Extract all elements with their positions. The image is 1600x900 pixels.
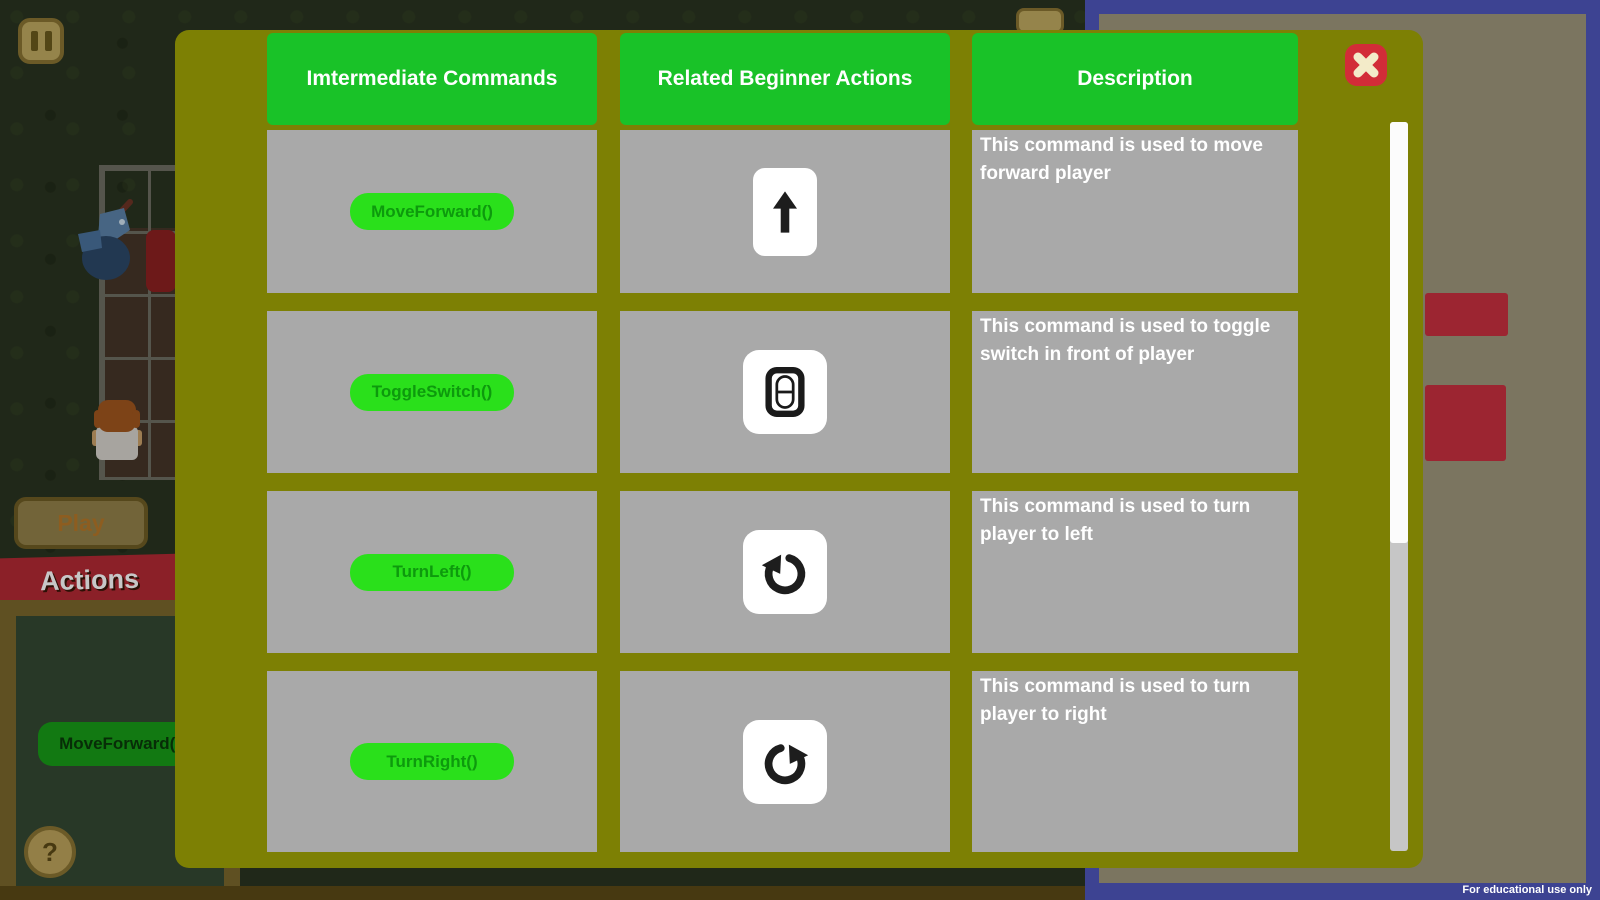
rotate-right-icon xyxy=(764,743,809,784)
column-header-intermediate-commands: Imtermediate Commands xyxy=(267,33,597,125)
command-pill: TurnLeft() xyxy=(350,553,514,591)
column-header-description: Description xyxy=(972,33,1298,125)
red-bar xyxy=(1425,385,1506,461)
pause-icon xyxy=(44,31,52,51)
command-pill: ToggleSwitch() xyxy=(350,373,514,411)
command-pill: MoveForward() xyxy=(350,193,514,230)
close-button[interactable] xyxy=(1345,44,1387,86)
red-creature-sprite xyxy=(146,230,176,292)
bottom-frame-bar xyxy=(0,886,1085,900)
table-cell-command: TurnLeft() xyxy=(267,491,597,653)
pause-button[interactable] xyxy=(18,18,64,64)
table-cell-description: This command is used to toggle switch in… xyxy=(972,311,1298,473)
help-button[interactable]: ? xyxy=(24,826,76,878)
action-icon-card xyxy=(743,350,827,434)
pause-icon xyxy=(30,31,38,51)
red-bar xyxy=(1425,293,1508,336)
table-cell-description: This command is used to turn player to r… xyxy=(972,671,1298,852)
arrow-up-icon xyxy=(773,190,797,233)
scrollbar-thumb[interactable] xyxy=(1390,122,1408,543)
command-pill: TurnRight() xyxy=(350,743,514,780)
action-icon-card xyxy=(753,167,817,256)
toggle-switch-icon xyxy=(765,367,805,417)
watermark-text: For educational use only xyxy=(1462,884,1592,896)
close-icon xyxy=(1353,52,1379,78)
scrollbar-track[interactable] xyxy=(1390,122,1408,851)
action-icon-card xyxy=(743,719,827,804)
action-block-moveforward[interactable]: MoveForward() xyxy=(38,722,202,766)
column-header-related-beginner-actions: Related Beginner Actions xyxy=(620,33,950,125)
table-cell-description: This command is used to move forward pla… xyxy=(972,130,1298,293)
table-cell-action xyxy=(620,491,950,653)
action-icon-card xyxy=(743,530,827,614)
table-cell-command: ToggleSwitch() xyxy=(267,311,597,473)
commands-help-modal: Imtermediate Commands Related Beginner A… xyxy=(175,30,1423,868)
rotate-left-icon xyxy=(761,554,806,595)
enemy-sprite xyxy=(78,199,133,280)
player-sprite xyxy=(92,400,142,460)
table-cell-action xyxy=(620,311,950,473)
table-cell-description: This command is used to turn player to l… xyxy=(972,491,1298,653)
play-button[interactable]: Play xyxy=(14,497,148,549)
table-cell-command: MoveForward() xyxy=(267,130,597,293)
table-cell-command: TurnRight() xyxy=(267,671,597,852)
table-cell-action xyxy=(620,671,950,852)
table-cell-action xyxy=(620,130,950,293)
